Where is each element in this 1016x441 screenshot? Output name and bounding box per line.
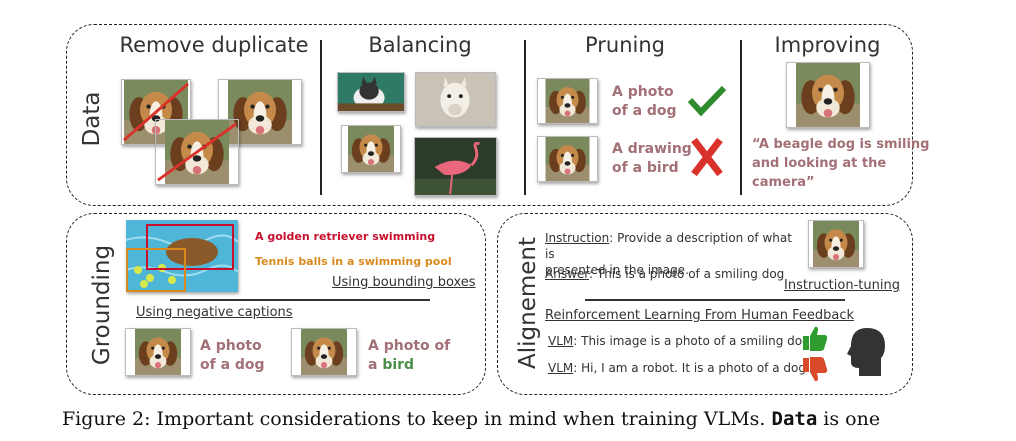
- instruction-tuning-label: Instruction-tuning: [784, 278, 900, 293]
- orange-bounding-box: [126, 248, 186, 292]
- alignment-panel: [497, 213, 913, 395]
- checkmark-icon: [687, 85, 727, 117]
- column-divider: [524, 40, 526, 195]
- cross-icon: [691, 137, 723, 177]
- pruning-good-caption: A photo of a dog: [612, 84, 677, 119]
- col-title-pruning: Pruning: [584, 33, 666, 57]
- caption-bird: A photo of a bird: [368, 338, 451, 373]
- thumbs-up-icon: [803, 326, 828, 351]
- data-label: Data: [79, 91, 105, 147]
- dog-photo-good-pair: [537, 78, 598, 124]
- pool-photo: [126, 220, 238, 292]
- thumbs-down-icon: [803, 357, 828, 382]
- cat-photo: [337, 72, 405, 112]
- bounding-boxes-label: Using bounding boxes: [332, 275, 476, 290]
- answer-text: Answer: This is a photo of a smiling dog: [545, 267, 785, 281]
- alignment-label: Alignement: [515, 237, 541, 369]
- vlm-response-good: VLM: This image is a photo of a smiling …: [548, 334, 814, 348]
- vlm-response-bad: VLM: Hi, I am a robot. It is a photo of …: [548, 361, 810, 375]
- grounding-label: Grounding: [89, 244, 115, 366]
- improved-caption: “A beagle dog is smiling and looking at …: [752, 137, 930, 190]
- orange-box-caption: Tennis balls in a swimming pool: [255, 255, 452, 268]
- col-title-balancing: Balancing: [368, 33, 472, 57]
- flamingo-photo: [414, 137, 497, 196]
- grounding-divider: [170, 299, 430, 301]
- dog-photo-negative-2: [291, 328, 357, 376]
- negative-captions-label: Using negative captions: [136, 305, 293, 320]
- grounding-panel: [66, 213, 486, 395]
- strike-icon: [157, 122, 237, 182]
- dog-photo-small: [341, 125, 401, 173]
- strike-icon: [122, 82, 190, 142]
- red-bounding-box: [146, 224, 234, 270]
- llama-photo: [415, 72, 496, 127]
- figure-caption: Figure 2: Important considerations to ke…: [62, 408, 881, 430]
- dog-photo-bad-pair: [537, 136, 598, 182]
- instruction-text: Instruction: Provide a description of wh…: [545, 231, 792, 277]
- red-box-caption: A golden retriever swimming: [255, 230, 436, 243]
- human-head-icon: [847, 328, 885, 376]
- data-panel: [66, 24, 913, 206]
- column-divider: [320, 40, 322, 195]
- alignment-divider: [585, 299, 845, 301]
- dog-photo-duplicate: [155, 119, 239, 185]
- dog-photo-duplicate: [121, 79, 191, 145]
- pruning-bad-caption: A drawing of a bird: [612, 141, 692, 176]
- rlhf-label: Reinforcement Learning From Human Feedba…: [545, 308, 854, 323]
- dog-photo-improving: [786, 62, 870, 128]
- column-divider: [740, 40, 742, 195]
- caption-dog: A photo of a dog: [200, 338, 265, 373]
- col-title-remove-duplicate: Remove duplicate: [119, 33, 309, 57]
- col-title-improving: Improving: [774, 33, 881, 57]
- dog-photo-alignment: [808, 220, 864, 268]
- dog-photo-negative-1: [125, 328, 191, 376]
- dog-photo-original: [218, 79, 302, 145]
